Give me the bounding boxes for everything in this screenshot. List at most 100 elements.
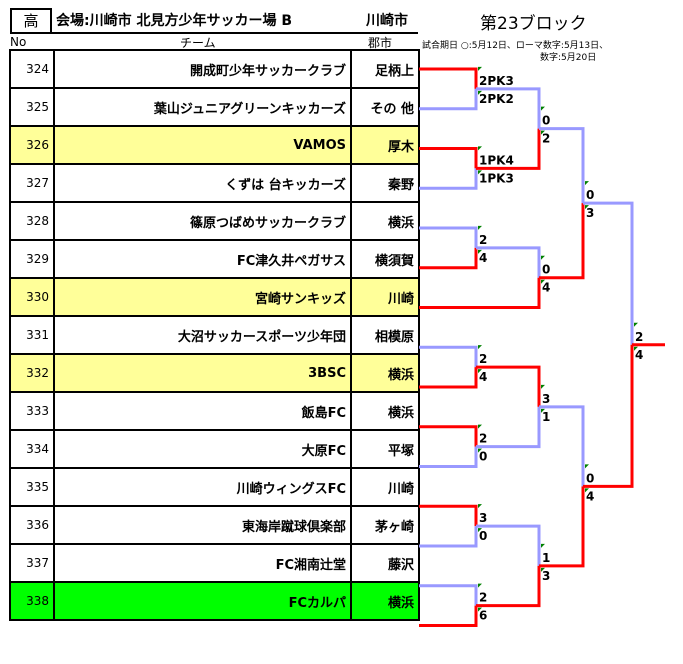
match-score: 4 [586, 489, 594, 503]
bracket-line [476, 87, 541, 129]
bracket-line [419, 168, 478, 190]
match-score: 4 [635, 348, 643, 362]
bracket-line [419, 226, 478, 248]
comment-marker-icon [478, 146, 482, 151]
team-name: FCカルパ [53, 581, 352, 621]
bracket-line [539, 486, 585, 568]
comment-marker-icon [541, 255, 545, 260]
team-city: 藤沢 [350, 543, 420, 583]
bracket-line [419, 147, 478, 169]
comment-marker-icon [541, 130, 545, 135]
bracket-line [419, 425, 478, 447]
schedule-note-2: 数字:5月20日 [540, 53, 597, 63]
match-score: 0 [542, 114, 550, 128]
team-number: 335 [9, 467, 55, 507]
bracket-line [419, 605, 478, 627]
match-score: 4 [479, 251, 487, 265]
team-number: 327 [9, 163, 55, 203]
match-score: 4 [542, 281, 550, 295]
column-header-no: No [10, 35, 27, 49]
bracket-line [419, 526, 478, 548]
team-number: 334 [9, 429, 55, 469]
match-score: 0 [586, 471, 594, 485]
team-name: 大沼サッカースポーツ少年団 [53, 315, 352, 355]
team-city: 横浜 [350, 581, 420, 621]
team-number: 326 [9, 125, 55, 165]
bracket-line [419, 345, 478, 368]
match-score: 0 [586, 188, 594, 202]
schedule-note: 試合期日 ○:5月12日、ローマ数字:5月13日、 [422, 41, 609, 51]
bracket-line [476, 246, 541, 278]
team-number: 333 [9, 391, 55, 431]
bracket-line [539, 127, 585, 204]
comment-marker-icon [478, 583, 482, 588]
team-number: 337 [9, 543, 55, 583]
team-number: 324 [9, 49, 55, 89]
team-number: 330 [9, 277, 55, 317]
comment-marker-icon [541, 279, 545, 284]
match-score: 3 [542, 569, 550, 583]
team-city: 横浜 [350, 391, 420, 431]
match-score: 1 [542, 410, 550, 424]
column-header-team: チーム [180, 36, 216, 50]
bracket-line [419, 367, 478, 389]
bracket-line [419, 446, 478, 468]
comment-marker-icon [478, 66, 482, 71]
team-city: 横浜 [350, 353, 420, 393]
bracket-line [419, 88, 478, 111]
team-city: 厚木 [350, 125, 420, 165]
team-number: 332 [9, 353, 55, 393]
team-city: 川崎 [350, 467, 420, 507]
comment-marker-icon [478, 345, 482, 350]
bracket-line [419, 277, 541, 309]
comment-marker-icon [478, 249, 482, 254]
match-score: 2 [635, 330, 643, 344]
team-name: FC津久井ペガサス [53, 239, 352, 279]
comment-marker-icon [585, 205, 589, 210]
comment-marker-icon [478, 528, 482, 533]
bracket-line [419, 247, 478, 270]
match-score: 3 [586, 206, 594, 220]
match-score: 2 [479, 432, 487, 446]
comment-marker-icon [478, 170, 482, 175]
match-score: 0 [479, 529, 487, 543]
match-score: 3 [479, 511, 487, 525]
team-number: 331 [9, 315, 55, 355]
team-name: 東海岸蹴球倶楽部 [53, 505, 352, 545]
match-score: 2PK2 [479, 92, 514, 106]
bracket-line [476, 524, 541, 566]
comment-marker-icon [541, 384, 545, 389]
match-score: 1PK3 [479, 171, 514, 185]
bracket-line [419, 67, 478, 89]
team-number: 328 [9, 201, 55, 241]
venue-title: 会場:川崎市 北見方少年サッカー場 B [56, 13, 293, 29]
match-score: 2 [479, 352, 487, 366]
comment-marker-icon [478, 424, 482, 429]
team-number: 338 [9, 581, 55, 621]
comment-marker-icon [634, 346, 638, 351]
comment-marker-icon [478, 448, 482, 453]
match-score: 2PK3 [479, 74, 514, 88]
bracket-line [419, 584, 478, 606]
team-name: くずは 台キッカーズ [53, 163, 352, 203]
bracket-line [476, 565, 541, 608]
comment-marker-icon [478, 607, 482, 612]
comment-marker-icon [478, 90, 482, 95]
team-name: 篠原つばめサッカークラブ [53, 201, 352, 241]
match-score: 6 [479, 609, 487, 623]
match-score: 2 [479, 591, 487, 605]
bracket-line [476, 406, 541, 449]
